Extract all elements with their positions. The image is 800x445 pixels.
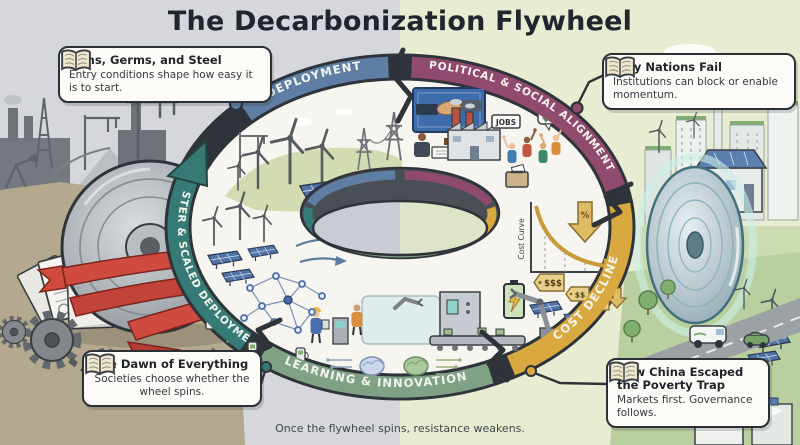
ballot-box <box>505 163 529 188</box>
hub-wall-deployment <box>307 170 396 207</box>
construction-crane <box>239 132 268 178</box>
cost-curve <box>534 205 607 268</box>
flow-arrowhead <box>165 138 209 188</box>
book-icon <box>609 361 639 384</box>
callout-body: Institutions can block or enable momentu… <box>613 76 779 102</box>
callout-title: How China Escaped the Poverty Trap <box>617 365 744 393</box>
tablet <box>321 319 330 330</box>
callout-body: Markets first. Governance follows. <box>617 394 753 420</box>
callout-body: Societies choose whether the wheel spins… <box>94 373 250 399</box>
smoke <box>4 95 22 105</box>
band-political <box>411 56 626 192</box>
caption: Once the flywheel spins, resistance weak… <box>275 422 525 435</box>
svg-text:%: % <box>580 211 589 221</box>
band-deployment <box>239 56 389 121</box>
supportive-crowd <box>502 125 564 163</box>
assembly-line <box>361 288 557 351</box>
callout-guns-germs-steel: Guns, Germs, and Steel Entry conditions … <box>58 46 272 103</box>
wobble-lines <box>51 147 111 176</box>
hub-floor-left <box>313 201 400 255</box>
connector-node-political <box>570 101 584 115</box>
percent-down-arrow: % <box>567 201 603 244</box>
book-icon <box>605 56 635 79</box>
learning-innovation-scene <box>310 288 557 376</box>
callout-title: The Dawn of Everything <box>93 357 249 371</box>
segment-notches <box>245 47 634 383</box>
crane <box>83 115 120 170</box>
cost-decline-scene: Cost Curve % $$$ $$ $ <box>503 201 628 326</box>
connector-china <box>531 370 608 386</box>
connector-node-faster <box>260 361 272 373</box>
connector-node-cost <box>525 365 537 377</box>
factory-jobs: JOBS <box>446 99 521 161</box>
band-learning <box>258 343 494 398</box>
oil-derrick <box>35 97 53 169</box>
flywheel-ring: JOBS <box>0 0 636 401</box>
page-title: The Decarbonization Flywheel <box>167 6 633 37</box>
svg-text:$$: $$ <box>575 291 585 300</box>
political-scene: JOBS <box>412 87 564 188</box>
small-down-arrow <box>606 287 628 309</box>
jobs-sign-label: JOBS <box>495 118 516 127</box>
power-lines <box>369 127 393 144</box>
callout-title: Guns, Germs, and Steel <box>69 53 222 67</box>
svg-text:$$$: $$$ <box>544 279 562 289</box>
cloud <box>288 118 312 126</box>
jobs-sign <box>491 114 521 129</box>
ring-hub <box>299 166 501 260</box>
ev-car <box>743 331 770 348</box>
callout-dawn-of-everything: The Dawn of Everything Societies choose … <box>82 350 262 407</box>
callout-title: Why Nations Fail <box>613 60 722 74</box>
cost-axis-label: Cost Curve <box>517 218 526 260</box>
stamp <box>444 138 450 145</box>
ev-van <box>689 325 727 348</box>
band-faster-deployment <box>167 167 252 351</box>
engineers <box>310 301 363 345</box>
battery-icon <box>503 280 525 319</box>
hub-floor-right <box>400 201 487 255</box>
book-icon <box>85 353 115 376</box>
hub-wall-political <box>404 170 493 207</box>
callout-why-nations-fail: Why Nations Fail Institutions can block … <box>602 53 796 110</box>
callout-body: Entry conditions shape how easy it is to… <box>69 69 253 95</box>
cloud <box>336 109 354 115</box>
band-cost-decline <box>506 202 633 376</box>
connector-why-nations <box>575 73 605 107</box>
book-icon <box>61 49 91 72</box>
callout-china-poverty-trap: How China Escaped the Poverty Trap Marke… <box>606 358 770 429</box>
